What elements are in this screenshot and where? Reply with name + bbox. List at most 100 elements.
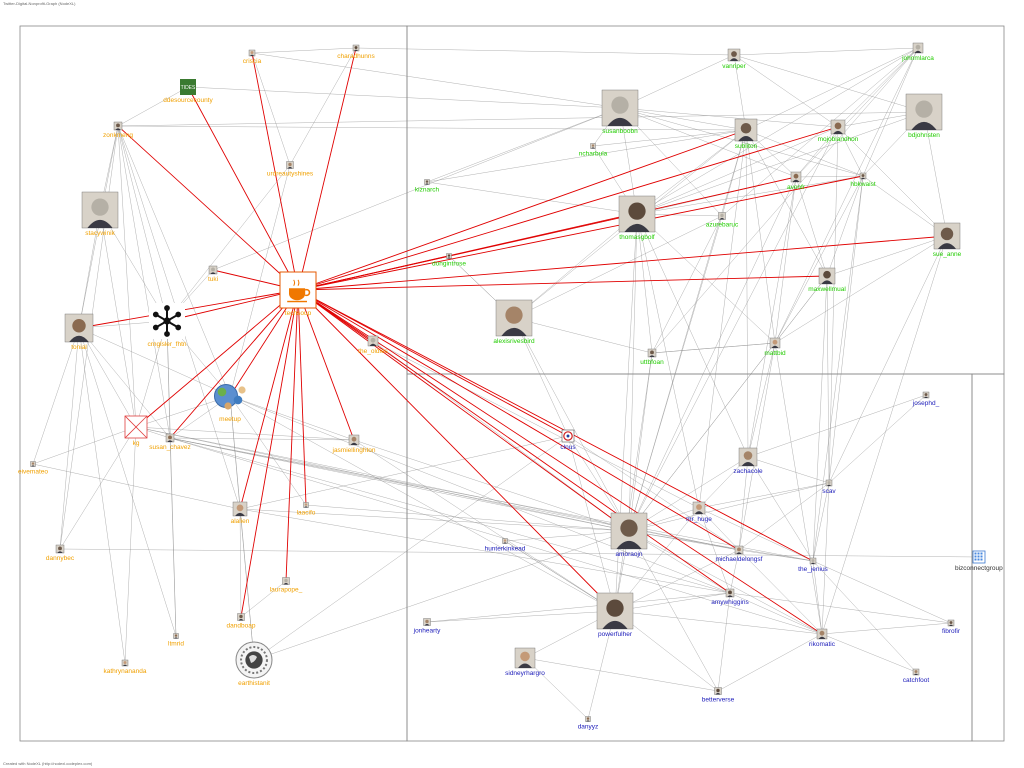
node-zachacole[interactable]: zachacole — [733, 447, 763, 475]
node-label: techsoup — [285, 310, 312, 317]
edge-michaeldelongsf-amywhiggins — [729, 549, 740, 594]
node-maxwellmual[interactable]: maxwellmual — [808, 267, 846, 293]
node-ncharbula[interactable]: ncharbula — [579, 143, 608, 158]
node-laurapope_[interactable]: laurapope_ — [270, 577, 303, 594]
node-criscia[interactable]: criscia — [243, 49, 262, 65]
node-subliton[interactable]: subliton — [735, 118, 758, 150]
node-michaeldelongsf[interactable]: michaeldelongsf — [716, 545, 763, 563]
node-betterverse[interactable]: betterverse — [702, 687, 735, 704]
node-johnmlarca[interactable]: johnmlarca — [901, 42, 934, 62]
avatar-photo — [585, 716, 591, 722]
node-earthistanit[interactable]: earthistanit — [235, 641, 273, 687]
node-bizconnectgroup[interactable]: bizconnectgroup — [955, 550, 1003, 572]
node-alexisrivesbird[interactable]: alexisrivesbird — [493, 299, 535, 345]
node-vanriper[interactable]: vanriper — [722, 48, 747, 70]
node-susanboobn[interactable]: susanboobn — [601, 89, 639, 135]
node-eivemateo[interactable]: eivemateo — [18, 461, 48, 476]
node-dandboap[interactable]: dandboap — [227, 613, 256, 630]
node-scav[interactable]: scav — [822, 479, 836, 495]
node-label: alalien — [231, 518, 250, 525]
node-label: mojoblandhon — [818, 136, 859, 143]
node-amywhiggins[interactable]: amywhiggins — [711, 588, 750, 606]
node-mojoblandhon[interactable]: mojoblandhon — [818, 119, 859, 143]
node-charadhunns[interactable]: charadhunns — [337, 44, 376, 60]
edge-josephd_-scav — [828, 394, 927, 484]
node-azurebaruc[interactable]: azurebaruc — [706, 212, 739, 229]
avatar-photo — [282, 577, 290, 585]
node-catchfoot[interactable]: catchfoot — [903, 668, 930, 684]
edge-johnmlarca-avonfr — [795, 47, 919, 178]
edge-clnus-michaeldelongsf — [567, 435, 740, 551]
edge-hunterkinkead-powerfulher — [504, 540, 616, 612]
edge-thomasgbolf-hbkwaist — [636, 175, 864, 215]
node-stacywinik[interactable]: stacywinik — [81, 191, 119, 237]
edge-avonfr-amoraojn — [628, 176, 797, 532]
network-graph-icon — [149, 303, 185, 339]
edge-techsoup-zonkmeng — [117, 125, 299, 291]
node-hbkwaist[interactable]: hbkwaist — [850, 172, 876, 188]
node-sue_anne[interactable]: sue_anne — [933, 222, 962, 258]
node-zonkmeng[interactable]: zonkmeng — [103, 121, 133, 139]
node-dannybec[interactable]: dannybec — [46, 544, 75, 562]
node-mr_huge[interactable]: mr_huge — [686, 501, 712, 523]
edge-mr_huge-michaeldelongsf — [698, 507, 740, 551]
node-kiznarch[interactable]: kiznarch — [415, 179, 440, 194]
avatar-photo — [590, 143, 596, 149]
node-thomasgbolf[interactable]: thomasgbolf — [618, 195, 656, 241]
avatar-photo — [933, 222, 961, 250]
node-sidneyrhargro[interactable]: sidneyrhargro — [505, 647, 545, 677]
node-dongintrose[interactable]: dongintrose — [432, 253, 466, 268]
avatar-photo — [601, 89, 639, 127]
edge-scav-amoraojn — [628, 482, 830, 532]
node-uttbfoan[interactable]: uttbfoan — [640, 348, 664, 366]
node-the_oldies[interactable]: the_oldies — [358, 335, 389, 355]
avatar-photo — [248, 49, 256, 57]
node-laacifo[interactable]: laacifo — [297, 502, 316, 517]
node-jonhearty[interactable]: jonhearty — [413, 618, 441, 635]
edge-scav-the_jenius — [812, 482, 830, 562]
edge-bdjohnsten-sue_anne — [923, 111, 948, 237]
node-kathrynananda[interactable]: kathrynananda — [103, 659, 147, 675]
node-crnglsler_fhtn[interactable]: crnglsler_fhtn — [147, 303, 187, 348]
node-rikomatic[interactable]: rikomatic — [809, 628, 836, 648]
node-mattbid[interactable]: mattbid — [764, 337, 786, 357]
node-ltmrid[interactable]: ltmrid — [168, 633, 184, 648]
node-hunterkinkead[interactable]: hunterkinkead — [485, 538, 526, 553]
node-bdjohnsten[interactable]: bdjohnsten — [905, 93, 943, 139]
avatar-photo — [618, 195, 656, 233]
node-label: thomasgbolf — [619, 234, 655, 241]
avatar-photo — [727, 48, 741, 62]
edge-thomasgbolf-amoraojn — [628, 213, 638, 532]
edge-uttbfoan-mattbid — [651, 342, 776, 354]
node-label: meetup — [219, 416, 241, 423]
edge-subliton-ncharbula — [592, 129, 747, 147]
node-jasmiellinghton[interactable]: jasmiellinghton — [332, 434, 376, 454]
edge-susan_chavez-amoraojn — [169, 437, 630, 532]
node-tonial[interactable]: tonial — [64, 313, 94, 351]
node-powerfulher[interactable]: powerfulher — [596, 592, 634, 638]
node-josephd_[interactable]: josephd_ — [912, 391, 940, 407]
node-fibrofir[interactable]: fibrofir — [942, 619, 961, 635]
globe-people-icon — [213, 383, 246, 410]
node-label: tonial — [71, 344, 87, 351]
edge-maxwellmual-scav — [826, 275, 830, 484]
node-susan_chavez[interactable]: susan_chavez — [149, 433, 191, 451]
node-urdreautyshines[interactable]: urdreautyshines — [267, 161, 314, 178]
node-clnus[interactable]: clnus — [560, 429, 576, 451]
edge-jasmiellinghton-powerfulher — [353, 439, 616, 612]
node-avonfr[interactable]: avonfr — [787, 171, 806, 191]
node-the_jenius[interactable]: the_jenius — [798, 557, 829, 573]
node-tuki[interactable]: tuki — [208, 265, 218, 283]
edge-maxwellmual-the_jenius — [812, 275, 828, 562]
node-danyyz[interactable]: danyyz — [578, 716, 599, 731]
edge-dandboap-alalien — [239, 508, 242, 618]
node-alalien[interactable]: alalien — [231, 501, 250, 525]
node-kg[interactable]: kg — [124, 415, 148, 447]
edge-techsoup-ddesourcecounty — [187, 86, 299, 291]
node-amoraojn[interactable]: amoraojn — [610, 512, 648, 558]
node-techsoup[interactable]: techsoup — [279, 271, 317, 317]
avatar-photo — [725, 588, 735, 598]
node-meetup[interactable]: meetup — [213, 383, 246, 423]
